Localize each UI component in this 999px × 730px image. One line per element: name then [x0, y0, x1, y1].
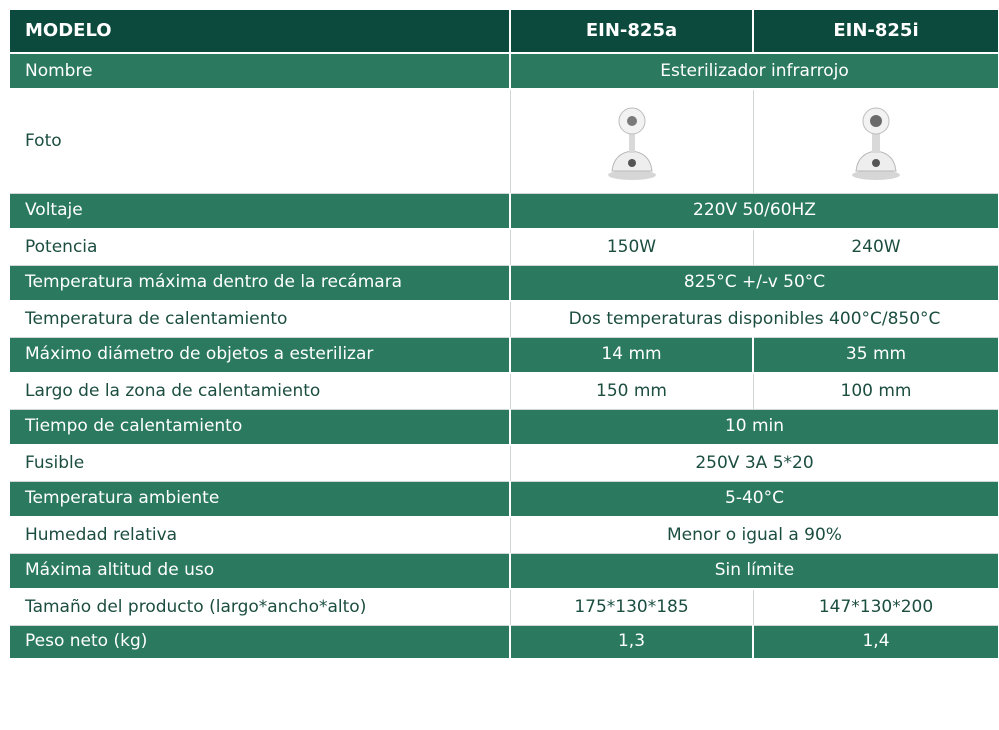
- row-temp-ambiente: Temperatura ambiente 5-40°C: [10, 481, 999, 518]
- row-diametro: Máximo diámetro de objetos a esterilizar…: [10, 337, 999, 374]
- row-value-a: 150W: [510, 229, 754, 266]
- row-value-a: 150 mm: [510, 373, 754, 410]
- row-value-i: 147*130*200: [753, 589, 999, 626]
- row-label: Fusible: [10, 445, 511, 482]
- row-label: Potencia: [10, 229, 511, 266]
- row-label: Peso neto (kg): [10, 625, 511, 660]
- row-value-i: 100 mm: [753, 373, 999, 410]
- row-label: Foto: [10, 89, 511, 194]
- row-value-i: 35 mm: [753, 337, 999, 374]
- header-row: MODELO EIN-825a EIN-825i: [10, 10, 999, 54]
- row-value: Menor o igual a 90%: [510, 517, 999, 554]
- row-value: 250V 3A 5*20: [510, 445, 999, 482]
- row-label: Tamaño del producto (largo*ancho*alto): [10, 589, 511, 626]
- row-value: 220V 50/60HZ: [510, 193, 999, 230]
- row-fusible: Fusible 250V 3A 5*20: [10, 445, 999, 482]
- row-tiempo: Tiempo de calentamiento 10 min: [10, 409, 999, 446]
- row-label: Humedad relativa: [10, 517, 511, 554]
- row-value-a: 1,3: [510, 625, 754, 660]
- row-temp-maxima: Temperatura máxima dentro de la recámara…: [10, 265, 999, 302]
- model-a-header: EIN-825a: [510, 10, 754, 54]
- row-tamano: Tamaño del producto (largo*ancho*alto) 1…: [10, 589, 999, 626]
- row-peso: Peso neto (kg) 1,3 1,4: [10, 625, 999, 660]
- spec-table: MODELO EIN-825a EIN-825i Nombre Esterili…: [10, 10, 999, 660]
- row-label: Nombre: [10, 53, 511, 90]
- model-i-header: EIN-825i: [753, 10, 999, 54]
- row-potencia: Potencia 150W 240W: [10, 229, 999, 266]
- row-humedad: Humedad relativa Menor o igual a 90%: [10, 517, 999, 554]
- row-temp-calentamiento: Temperatura de calentamiento Dos tempera…: [10, 301, 999, 338]
- row-value-i: 240W: [753, 229, 999, 266]
- sterilizer-device-image: [852, 107, 900, 181]
- row-value: Esterilizador infrarrojo: [510, 53, 999, 90]
- row-label: Temperatura máxima dentro de la recámara: [10, 265, 511, 302]
- sterilizer-device-image: [607, 107, 656, 181]
- row-value: 825°C +/-v 50°C: [510, 265, 999, 302]
- photo-a: [510, 89, 754, 194]
- row-voltaje: Voltaje 220V 50/60HZ: [10, 193, 999, 230]
- row-label: Máxima altitud de uso: [10, 553, 511, 590]
- row-label: Temperatura de calentamiento: [10, 301, 511, 338]
- row-label: Máximo diámetro de objetos a esterilizar: [10, 337, 511, 374]
- photo-i: [753, 89, 999, 194]
- row-value: 5-40°C: [510, 481, 999, 518]
- row-value: Sin límite: [510, 553, 999, 590]
- row-value: Dos temperaturas disponibles 400°C/850°C: [510, 301, 999, 338]
- row-value-a: 14 mm: [510, 337, 754, 374]
- row-value-a: 175*130*185: [510, 589, 754, 626]
- row-label: Tiempo de calentamiento: [10, 409, 511, 446]
- row-value-i: 1,4: [753, 625, 999, 660]
- row-altitud: Máxima altitud de uso Sin límite: [10, 553, 999, 590]
- row-foto: Foto: [10, 89, 999, 194]
- row-label: Largo de la zona de calentamiento: [10, 373, 511, 410]
- row-value: 10 min: [510, 409, 999, 446]
- row-largo: Largo de la zona de calentamiento 150 mm…: [10, 373, 999, 410]
- row-label: Temperatura ambiente: [10, 481, 511, 518]
- model-header: MODELO: [10, 10, 511, 54]
- row-nombre: Nombre Esterilizador infrarrojo: [10, 53, 999, 90]
- row-label: Voltaje: [10, 193, 511, 230]
